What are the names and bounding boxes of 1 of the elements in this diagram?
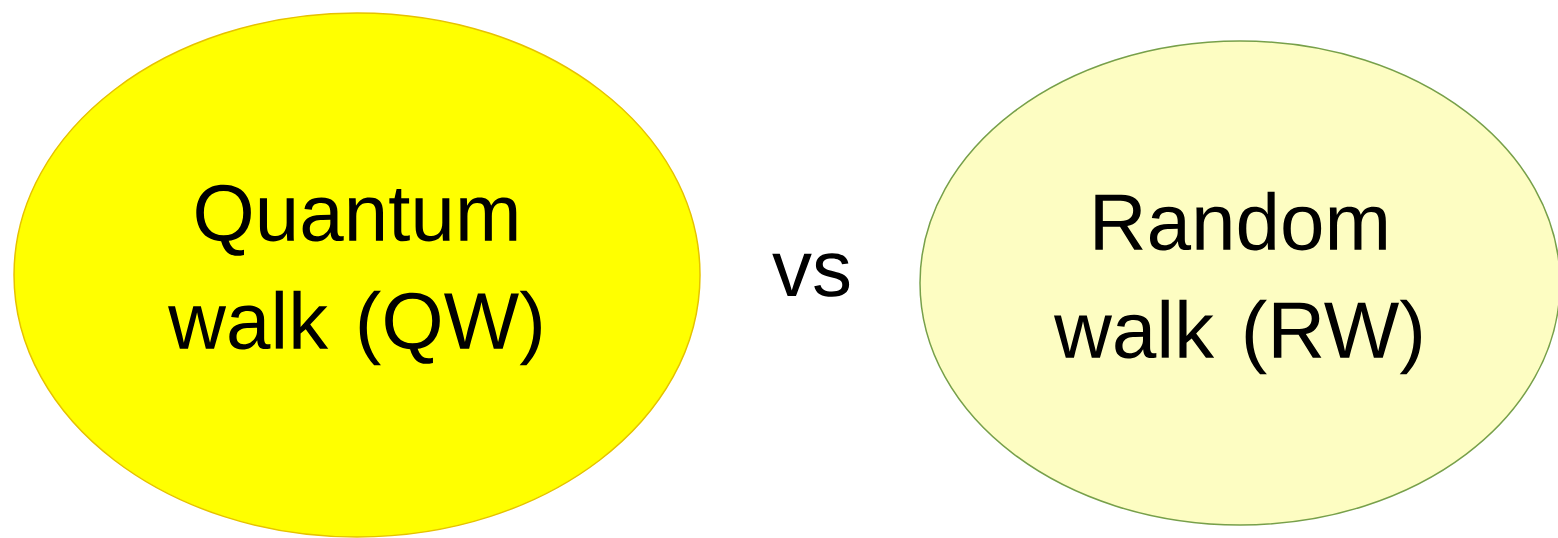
text-label: vs [772,253,850,297]
